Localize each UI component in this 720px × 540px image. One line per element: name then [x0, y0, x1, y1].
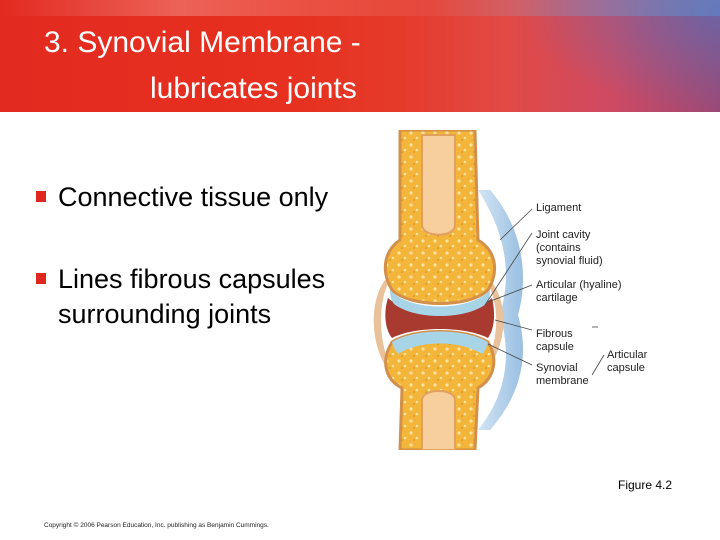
label-articular-cartilage: Articular (hyaline) cartilage	[536, 279, 622, 305]
slide-title-line-2: lubricates joints	[150, 72, 357, 106]
bullet-square-icon	[36, 191, 46, 202]
label-ligament: Ligament	[536, 202, 581, 215]
copyright-notice: Copyright © 2006 Pearson Education, Inc.…	[44, 522, 269, 529]
bullet-text: Lines fibrous capsules surrounding joint…	[58, 262, 338, 332]
bullet-square-icon	[36, 273, 46, 284]
title-bar-glow	[520, 0, 720, 112]
bullet-text: Connective tissue only	[58, 180, 338, 215]
slide-title-line-1: 3. Synovial Membrane -	[44, 26, 361, 60]
figure-caption: Figure 4.2	[618, 478, 672, 492]
synovial-joint-illustration	[360, 130, 710, 450]
label-joint-cavity: Joint cavity (contains synovial fluid)	[536, 229, 603, 268]
title-bar: 3. Synovial Membrane - lubricates joints	[0, 0, 720, 112]
label-fibrous-capsule: Fibrous capsule	[536, 328, 574, 354]
synovial-joint-figure: Ligament Joint cavity (contains synovial…	[360, 130, 710, 450]
label-synovial-membrane: Synovial membrane	[536, 362, 589, 388]
label-articular-capsule: Articular capsule	[607, 349, 647, 375]
